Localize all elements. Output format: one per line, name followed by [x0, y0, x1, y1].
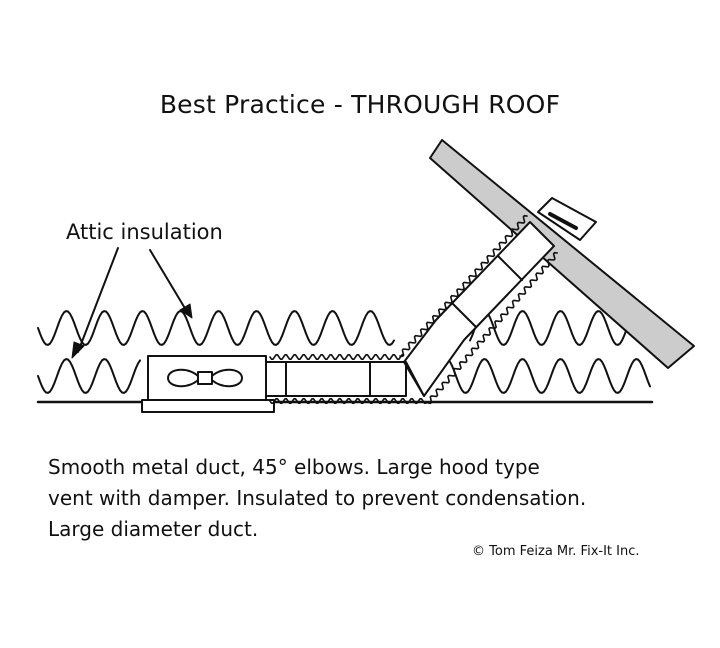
copyright-notice: © Tom Feiza Mr. Fix-It Inc.: [472, 544, 640, 559]
insulation-wave-lower: [37, 358, 651, 394]
duct-insulation-top: [269, 354, 405, 360]
fan-blade-icon: [167, 368, 243, 388]
page-title: Best Practice - THROUGH ROOF: [159, 90, 561, 119]
insulation-label: Attic insulation: [66, 220, 223, 244]
elbow-joint: [405, 361, 425, 397]
arrow-head-right: [179, 303, 193, 319]
hood-damper-mark: [548, 212, 578, 230]
duct-insulation-bottom: [269, 398, 427, 404]
fan-base-plate: [141, 399, 275, 413]
angled-insulation-bottom: [427, 251, 558, 405]
arrow-head-left: [71, 341, 85, 359]
angled-duct-joint-1: [451, 302, 477, 328]
caption-line-1: Smooth metal duct, 45° elbows. Large hoo…: [48, 455, 540, 479]
angled-insulation-top: [399, 214, 528, 358]
roof-rafter: [429, 139, 695, 369]
roof-vent-hood: [537, 197, 597, 241]
insulation-wave-upper: [37, 310, 651, 346]
horizontal-duct: [285, 361, 407, 397]
fan-collar: [265, 361, 287, 397]
caption: Smooth metal duct, 45° elbows. Large hoo…: [48, 452, 586, 545]
angled-duct: [403, 221, 555, 397]
insulation-waves: [37, 310, 651, 394]
insulation-arrow-right: [149, 249, 187, 311]
caption-line-2: vent with damper. Insulated to prevent c…: [48, 486, 587, 510]
insulation-arrow-left: [77, 247, 119, 353]
angled-duct-joint-2: [497, 255, 523, 281]
caption-line-3: Large diameter duct.: [48, 517, 259, 541]
